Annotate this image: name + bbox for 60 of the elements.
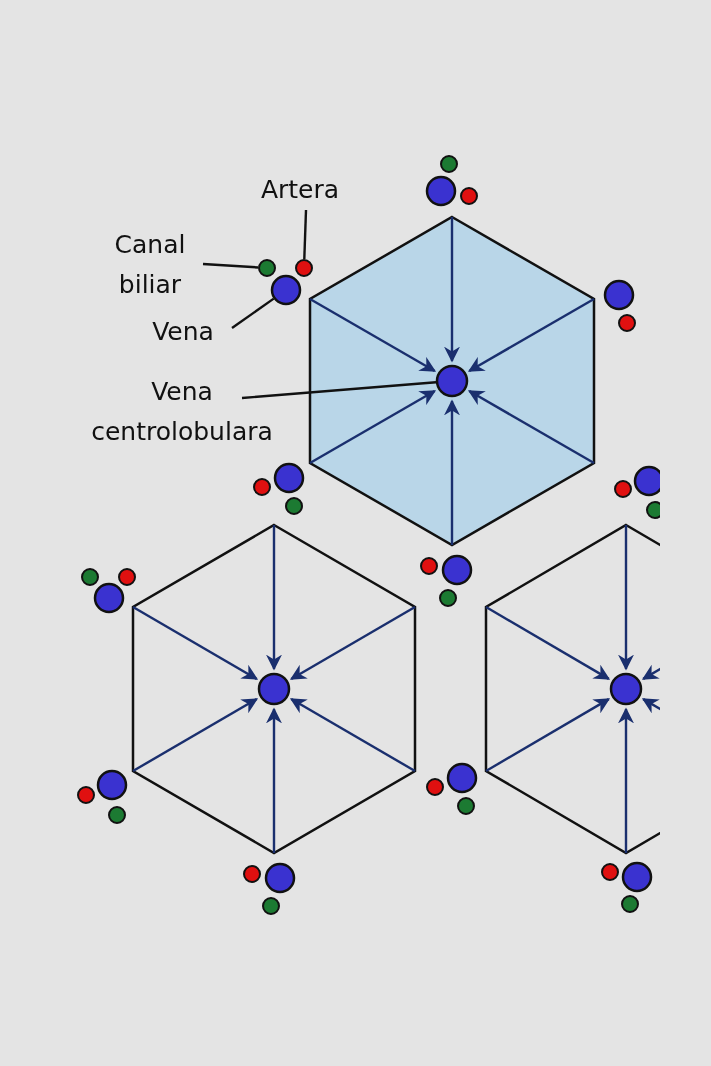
arrow [266,525,282,671]
bile-duct-dot [108,806,126,824]
central-vein-label: Vena centrolobulara [76,372,288,452]
arrow [485,698,611,773]
lobule-hexagon [308,215,596,547]
arrow [132,698,259,773]
vein-dot [96,769,128,801]
arrow [467,389,595,465]
vein-dot [273,462,305,494]
arrow [444,217,460,363]
arrow [467,297,595,373]
arrow [618,525,634,671]
artery-dot [614,480,632,498]
bile-duct-dot [285,497,303,515]
central-vein [609,672,643,706]
artery-dot [295,259,313,277]
vein-dot [441,554,473,586]
vein-dot [264,862,296,894]
bile-duct-label: Canal biliar [100,225,200,305]
bile-duct-dot [440,155,458,173]
arrow [485,605,611,680]
vein-dot [93,582,125,614]
arrow [309,389,437,465]
vein-dot [425,175,457,207]
arrow [266,707,282,853]
artery-label: Artera [245,170,355,210]
artery-dot [460,187,478,205]
vein-label: Vena [140,312,226,352]
vein-dot [270,274,302,306]
central-vein [435,364,469,398]
lobule-hexagon [131,523,417,855]
bile-duct-dot [621,895,639,913]
artery-dot [253,478,271,496]
leader-line [303,209,308,260]
bile-duct-dot [262,897,280,915]
vein-dot [621,861,653,893]
arrow [444,399,460,545]
vein-dot [603,279,635,311]
leader-line [202,262,259,269]
arrow [132,605,259,680]
arrow [289,605,416,680]
bile-duct-dot [258,259,276,277]
arrow [289,698,416,773]
artery-dot [426,778,444,796]
artery-dot [118,568,136,586]
artery-dot [601,863,619,881]
leader-line [231,297,275,329]
bile-duct-dot [439,589,457,607]
bile-duct-dot [457,797,475,815]
artery-dot [618,314,636,332]
artery-dot [77,786,95,804]
arrow [309,297,437,373]
central-vein [257,672,291,706]
artery-dot [420,557,438,575]
lobule-hexagon [484,523,660,855]
vein-dot [446,762,478,794]
artery-dot [243,865,261,883]
bile-duct-dot [81,568,99,586]
arrow [618,707,634,853]
leader-line [241,381,437,400]
